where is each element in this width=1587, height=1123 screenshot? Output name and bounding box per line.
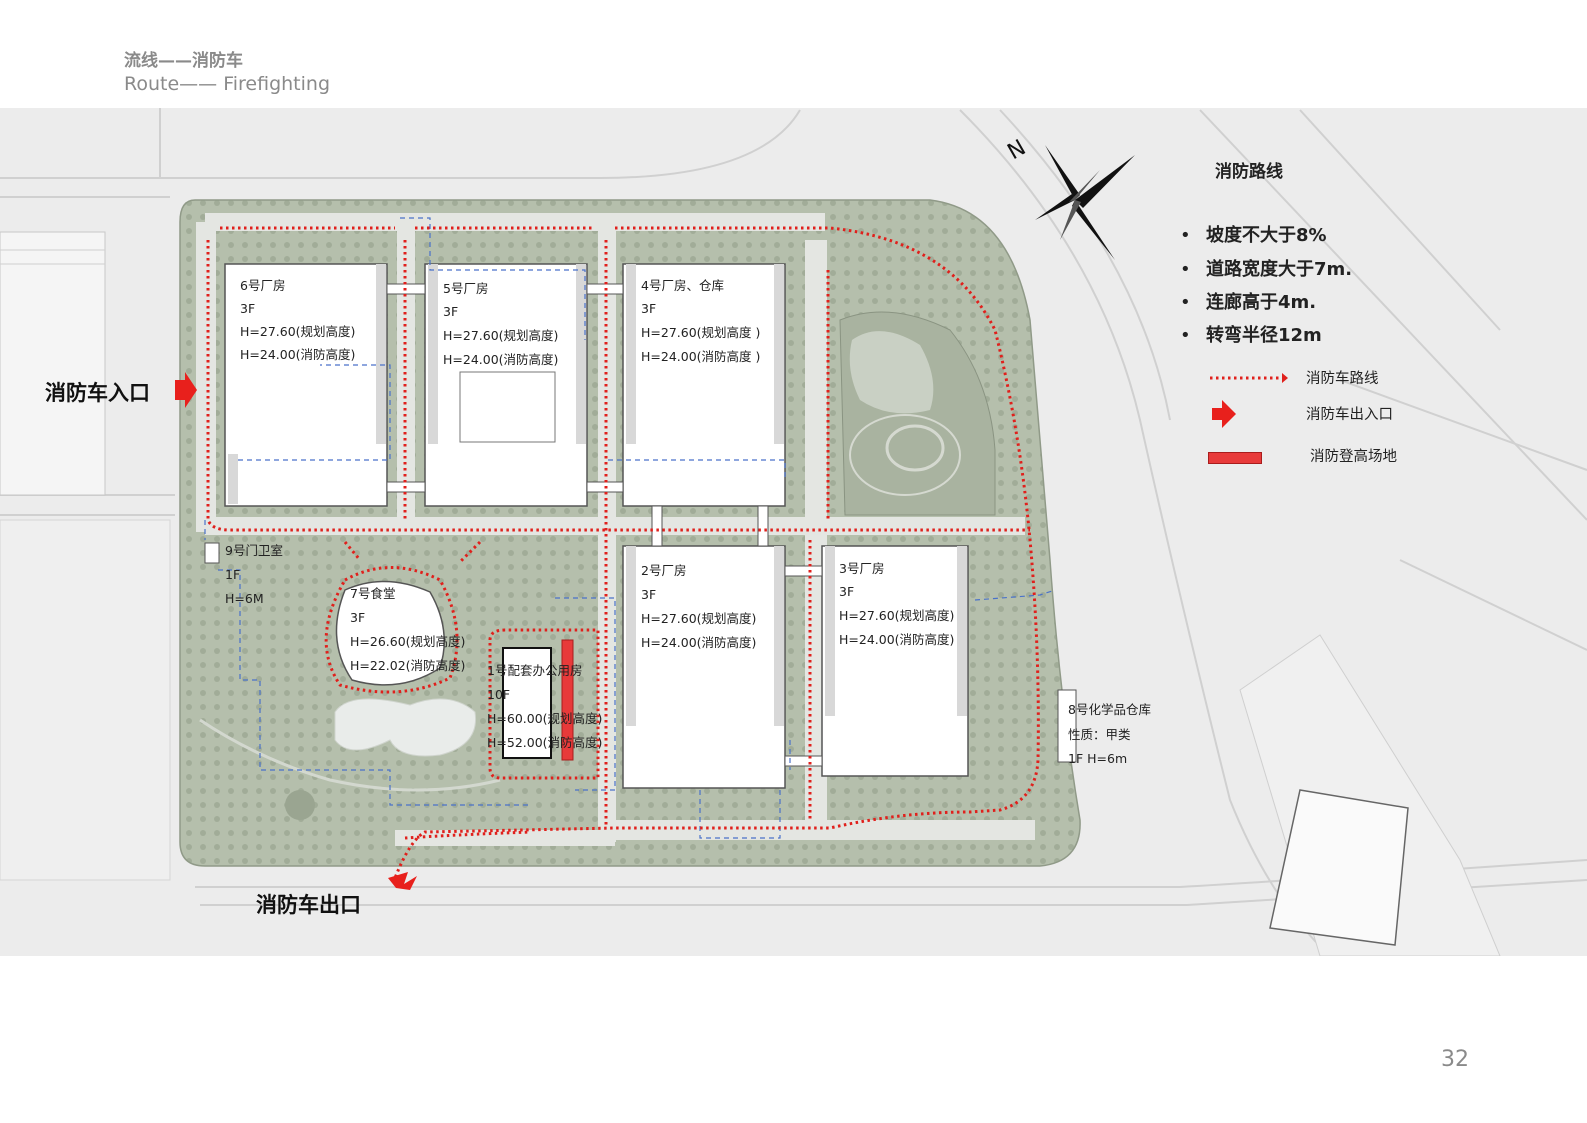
svg-text:H=24.00(消防高度): H=24.00(消防高度) — [240, 347, 355, 362]
svg-text:3F: 3F — [443, 304, 458, 319]
svg-text:H=60.00(规划高度): H=60.00(规划高度) — [487, 711, 602, 726]
requirement-item: •连廊高于4m. — [1180, 292, 1317, 313]
svg-text:4号厂房、仓库: 4号厂房、仓库 — [641, 278, 724, 293]
svg-text:H=6M: H=6M — [225, 591, 264, 606]
svg-text:3F: 3F — [641, 301, 656, 316]
svg-text:10F: 10F — [487, 687, 510, 702]
svg-text:1F: 1F — [225, 567, 240, 582]
svg-text:H=24.00(消防高度): H=24.00(消防高度) — [443, 352, 558, 367]
svg-text:8号化学品仓库: 8号化学品仓库 — [1068, 702, 1151, 717]
legend-symbol-route — [1210, 373, 1288, 383]
legend-symbol-bar — [1208, 452, 1262, 464]
svg-text:H=24.00(消防高度 ): H=24.00(消防高度 ) — [641, 349, 760, 364]
building-2 — [622, 545, 786, 789]
page-title-en: Route—— Firefighting — [124, 73, 331, 95]
legend-label-bar: 消防登高场地 — [1310, 449, 1397, 465]
svg-text:9号门卫室: 9号门卫室 — [225, 543, 283, 558]
page-number: 32 — [1441, 1047, 1469, 1072]
exit-label: 消防车出口 — [256, 893, 361, 917]
building-8-warehouse — [1057, 689, 1077, 763]
svg-text:H=27.60(规划高度): H=27.60(规划高度) — [641, 611, 756, 626]
svg-text:性质：甲类: 性质：甲类 — [1068, 727, 1131, 742]
svg-text:1F H=6m: 1F H=6m — [1068, 751, 1127, 766]
label-building-3: 3号厂房 3F H=27.60(规划高度) H=24.00(消防高度) — [839, 561, 954, 647]
park-path-outer — [849, 414, 961, 496]
fire-route-lines — [206, 226, 1040, 879]
label-building-7: 7号食堂 3F H=26.60(规划高度) H=22.02(消防高度) — [350, 586, 465, 673]
svg-text:3号厂房: 3号厂房 — [839, 561, 884, 576]
label-building-9: 9号门卫室 1F H=6M — [225, 543, 283, 606]
site-plan-map: N 6号厂房 3F H=27.60(规划高度) H=24.00(消防高度) 5号… — [0, 108, 1587, 956]
garden-path — [199, 718, 501, 792]
svg-text:7号食堂: 7号食堂 — [350, 586, 395, 601]
route-canteen-link-2 — [458, 540, 482, 564]
route-canteen-link-1 — [343, 541, 362, 561]
svg-text:3F: 3F — [641, 587, 656, 602]
route-canteen-loop — [324, 566, 459, 694]
entrance-arrow — [175, 372, 197, 408]
svg-text:6号厂房: 6号厂房 — [240, 278, 285, 293]
svg-text:H=52.00(消防高度): H=52.00(消防高度) — [487, 735, 602, 750]
label-building-6: 6号厂房 3F H=27.60(规划高度) H=24.00(消防高度) — [240, 278, 355, 362]
label-building-4: 4号厂房、仓库 3F H=27.60(规划高度 ) H=24.00(消防高度 ) — [641, 278, 760, 364]
svg-text:3F: 3F — [240, 301, 255, 316]
requirement-item: •道路宽度大于7m. — [1180, 259, 1353, 280]
svg-text:2号厂房: 2号厂房 — [641, 563, 686, 578]
label-building-1: 1号配套办公用房 10F H=60.00(规划高度) H=52.00(消防高度) — [487, 663, 602, 750]
requirement-item: •转弯半径12m — [1180, 325, 1322, 346]
svg-text:3F: 3F — [350, 610, 365, 625]
svg-text:1号配套办公用房: 1号配套办公用房 — [487, 663, 582, 678]
legend-label-arrow: 消防车出入口 — [1306, 407, 1393, 423]
route-perimeter — [220, 226, 1040, 879]
neighbour-building-right — [1269, 789, 1409, 946]
neighbour-hatch — [0, 249, 105, 265]
legend-title: 消防路线 — [1215, 162, 1283, 182]
building-7-canteen — [335, 580, 445, 686]
fire-climbing-area — [561, 639, 574, 761]
building-4 — [622, 263, 786, 507]
svg-text:H=27.60(规划高度): H=27.60(规划高度) — [839, 608, 954, 623]
neighbour-area-left — [0, 519, 171, 881]
label-building-5: 5号厂房 3F H=27.60(规划高度) H=24.00(消防高度) — [443, 281, 558, 367]
park-path — [885, 424, 945, 472]
svg-text:H=22.02(消防高度): H=22.02(消防高度) — [350, 658, 465, 673]
building-1-office — [502, 647, 552, 759]
svg-text:H=27.60(规划高度 ): H=27.60(规划高度 ) — [641, 325, 760, 340]
legend-label-route: 消防车路线 — [1306, 371, 1379, 387]
svg-text:H=24.00(消防高度): H=24.00(消防高度) — [839, 632, 954, 647]
exit-arrow — [388, 872, 417, 890]
neighbour-block-left — [0, 231, 106, 496]
route-office-loop — [488, 628, 600, 780]
park-pond — [849, 331, 934, 414]
building-3 — [821, 545, 969, 777]
building-9-guardhouse — [204, 542, 220, 564]
tree-cluster — [285, 790, 315, 820]
page-title-cn: 流线——消防车 — [124, 51, 243, 71]
svg-text:3F: 3F — [839, 584, 854, 599]
svg-text:5号厂房: 5号厂房 — [443, 281, 488, 296]
svg-text:H=26.60(规划高度): H=26.60(规划高度) — [350, 634, 465, 649]
building-5 — [424, 263, 588, 507]
entrance-label: 消防车入口 — [45, 381, 150, 405]
label-building-2: 2号厂房 3F H=27.60(规划高度) H=24.00(消防高度) — [641, 563, 756, 650]
label-building-8: 8号化学品仓库 性质：甲类 1F H=6m — [1068, 702, 1151, 766]
requirement-item: •坡度不大于8% — [1180, 225, 1327, 246]
building-6 — [224, 263, 388, 507]
legend-symbol-arrow — [1212, 400, 1236, 428]
garden-lake — [334, 698, 477, 757]
svg-text:H=27.60(规划高度): H=27.60(规划高度) — [240, 324, 355, 339]
svg-text:H=27.60(规划高度): H=27.60(规划高度) — [443, 328, 558, 343]
svg-text:H=24.00(消防高度): H=24.00(消防高度) — [641, 635, 756, 650]
aux-dashed-lines — [204, 217, 1056, 839]
